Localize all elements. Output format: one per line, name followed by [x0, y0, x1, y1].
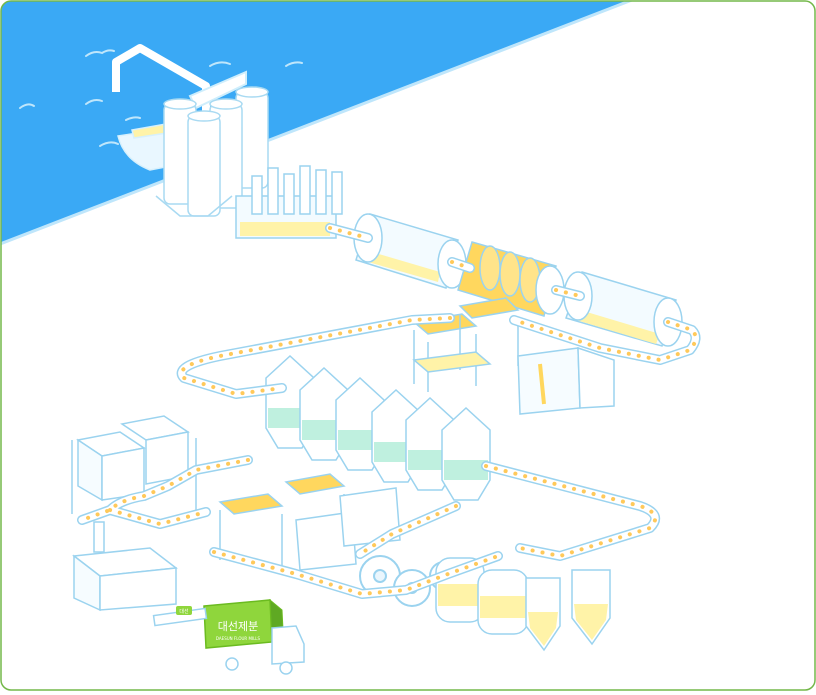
shipping-shed: [72, 521, 178, 612]
flour-storage-bins: [265, 354, 491, 501]
mixing-tanks: [435, 557, 611, 652]
truck-sign-small: DAESUN FLOUR MILLS: [216, 636, 261, 641]
delivery-truck: 대선제분 DAESUN FLOUR MILLS: [203, 598, 305, 675]
truck-sign: 대선제분: [218, 620, 258, 633]
roller-mill-drum: [457, 241, 565, 317]
conveyor-dots: [328, 226, 698, 363]
loading-belt: 대선: [152, 606, 208, 627]
truck-cab: [271, 625, 305, 665]
sea-waves: [19, 49, 303, 147]
packing-frames: [71, 415, 197, 514]
sifter-drum: [563, 271, 683, 347]
conveyor-dots: [358, 504, 458, 556]
cleaning-building: [235, 165, 343, 239]
tempering-drum: [353, 213, 467, 289]
shoreline: [1, 1, 633, 246]
conveyor-dots: [80, 458, 250, 527]
bagging-boxes: [517, 346, 615, 415]
conveyor-dots: [212, 550, 500, 597]
small-truck-icon: [176, 606, 192, 615]
truck-wheel: [279, 661, 293, 675]
conveyor-dots: [179, 316, 452, 397]
sifter-tables: [412, 297, 520, 392]
truck-wheel: [225, 657, 239, 671]
conveyor-belts: [77, 223, 701, 599]
small-truck-label: 대선: [179, 608, 189, 615]
conveyor-dots: [484, 464, 658, 559]
